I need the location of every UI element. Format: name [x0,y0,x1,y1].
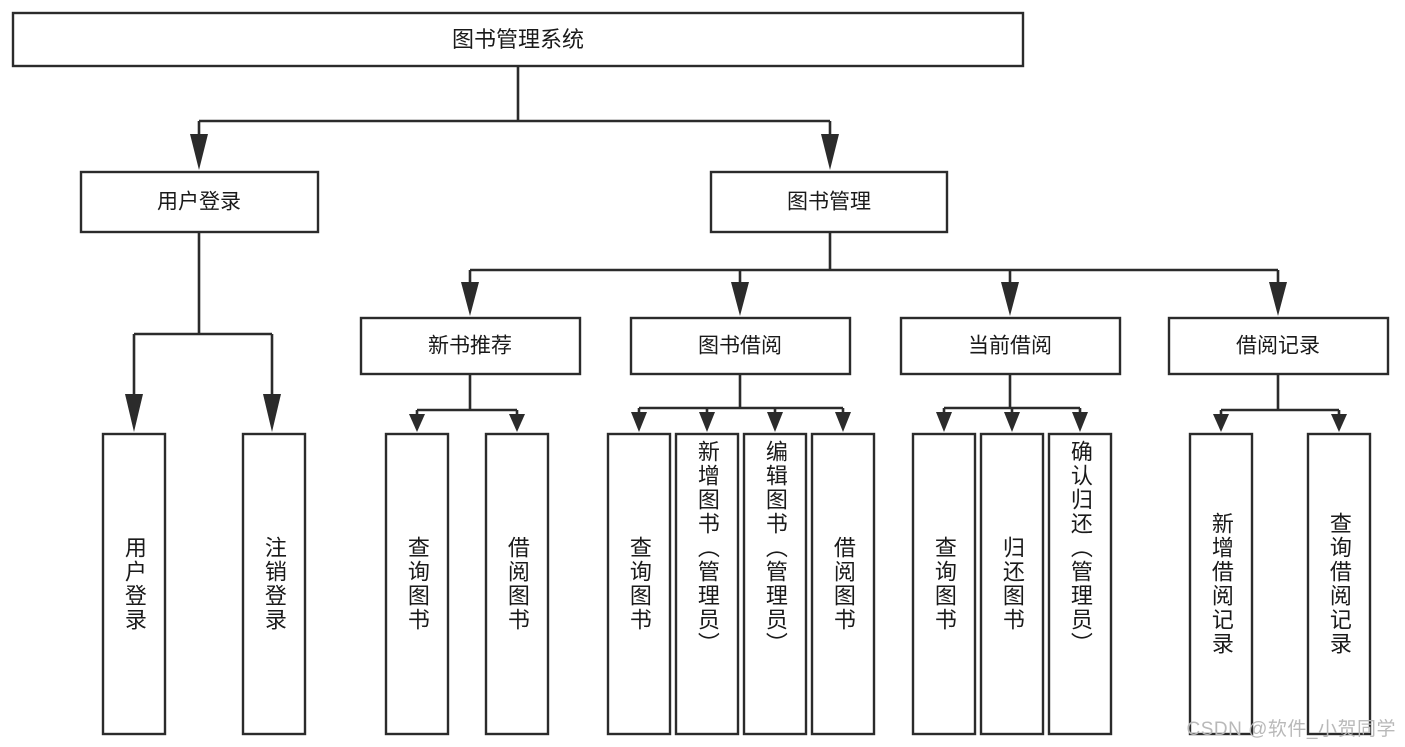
leaf-box-query-book-3[interactable] [911,432,977,736]
arrow-head-leaf-query-book-3 [936,412,952,432]
node-root[interactable]: 图书管理系统 [11,11,1025,68]
node-borrow-record-box[interactable] [1167,316,1390,376]
node-root-box[interactable] [11,11,1025,68]
node-book-borrow-label: 图书借阅 [698,335,782,358]
arrow-head-leaf-query-book-2 [631,412,647,432]
arrow-head-current-borrow [1001,282,1019,316]
node-current-borrow[interactable]: 当前借阅 [899,316,1122,376]
leaf-box-add-book[interactable] [674,432,740,736]
leaf-box-user-login[interactable] [101,432,167,736]
leaf-box-query-book-1[interactable] [384,432,450,736]
leaf-box-query-record[interactable] [1306,432,1372,736]
arrow-head-leaf-return-book [1004,412,1020,432]
node-book-manage-box[interactable] [709,170,949,234]
arrow-head-book-borrow [731,282,749,316]
leaf-box-query-book-2[interactable] [606,432,672,736]
node-borrow-record[interactable]: 借阅记录 [1167,316,1390,376]
arrow-head-borrow-record [1269,282,1287,316]
leaf-box-confirm-return[interactable] [1047,432,1113,736]
arrow-head-leaf-user-login [125,394,143,432]
node-book-manage[interactable]: 图书管理 [709,170,949,234]
leaf-box-add-record[interactable] [1188,432,1254,736]
arrow-head-leaf-edit-book [767,412,783,432]
node-new-book-recommend-box[interactable] [359,316,582,376]
arrow-head-leaf-add-record [1213,414,1229,432]
node-borrow-record-label: 借阅记录 [1236,335,1320,358]
arrow-head-new-book-recommend [461,282,479,316]
node-book-borrow-box[interactable] [629,316,852,376]
arrow-head-leaf-logout [263,394,281,432]
node-current-borrow-label: 当前借阅 [968,335,1052,358]
leaf-boxes-layer [101,432,1372,736]
node-new-book-recommend[interactable]: 新书推荐 [359,316,582,376]
arrow-head-leaf-borrow-book-1 [509,414,525,432]
leaf-box-borrow-book-1[interactable] [484,432,550,736]
arrow-head-user-login [190,134,208,170]
leaf-box-borrow-book-2[interactable] [810,432,876,736]
arrow-head-leaf-borrow-book-2 [835,412,851,432]
arrow-head-book-manage [821,134,839,170]
arrow-head-leaf-query-record [1331,414,1347,432]
arrow-head-leaf-confirm-return [1072,412,1088,432]
leaf-box-edit-book[interactable] [742,432,808,736]
node-current-borrow-box[interactable] [899,316,1122,376]
node-user-login[interactable]: 用户登录 [79,170,320,234]
node-user-login-box[interactable] [79,170,320,234]
node-new-book-recommend-label: 新书推荐 [428,335,512,358]
arrow-head-leaf-add-book [699,412,715,432]
node-book-borrow[interactable]: 图书借阅 [629,316,852,376]
node-user-login-label: 用户登录 [157,191,241,214]
connectors-layer [125,66,1347,432]
arrow-head-leaf-query-book-1 [409,414,425,432]
node-root-label: 图书管理系统 [452,27,584,52]
leaf-box-return-book[interactable] [979,432,1045,736]
leaf-box-logout[interactable] [241,432,307,736]
watermark-text: CSDN @软件_小贺同学 [1186,719,1396,740]
node-book-manage-label: 图书管理 [787,191,871,214]
